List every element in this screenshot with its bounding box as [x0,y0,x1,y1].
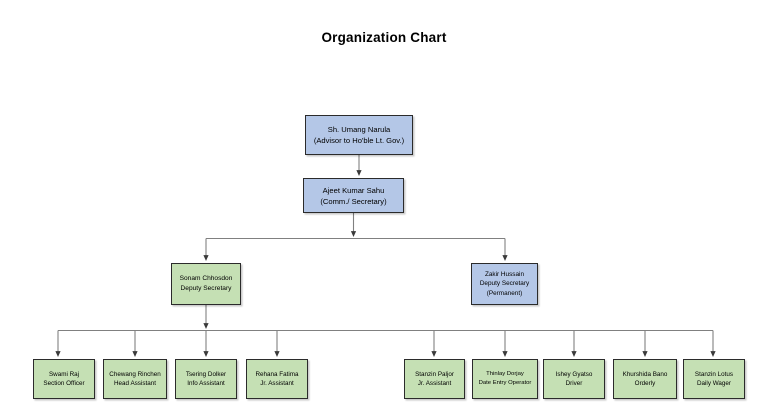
org-node-deputy-left-name: Sonam Chhosdon [179,275,233,283]
org-node-staff-5-role: Jr. Assistant [417,380,452,387]
page-title: Organization Chart [321,30,447,45]
org-node-staff-4[interactable]: Rehana Fatima Jr. Assistant [246,359,308,399]
org-node-staff-3[interactable]: Tsering Dolker Info Assistant [175,359,237,399]
org-node-staff-5[interactable]: Stanzin Paljor Jr. Assistant [404,359,465,399]
org-node-staff-9[interactable]: Stanzin Lotus Daily Wager [683,359,745,399]
org-node-staff-3-role: Info Assistant [187,380,225,387]
org-node-secretary-role: (Comm./ Secretary) [320,196,387,206]
org-node-deputy-secretary-right[interactable]: Zakir Hussain Deputy Secretary (Permanen… [471,263,538,305]
org-node-staff-7-role: Driver [565,380,583,387]
org-node-staff-8[interactable]: Khurshida Bano Orderly [613,359,677,399]
org-node-deputy-left-role: Deputy Secretary [180,285,232,292]
org-node-staff-4-name: Rehana Fatima [255,370,299,378]
org-node-advisor-name: Sh. Umang Narula [327,125,391,134]
org-node-deputy-right-role: Deputy Secretary [479,280,530,288]
org-node-staff-7[interactable]: Ishey Gyatso Driver [543,359,605,399]
org-node-staff-6-name: Thinlay Dorjay [486,371,524,378]
org-node-advisor[interactable]: Sh. Umang Narula (Advisor to Ho'ble Lt. … [305,115,413,155]
org-node-staff-2-role: Head Assistant [113,380,156,387]
org-node-secretary-name: Ajeet Kumar Sahu [322,185,385,195]
org-node-staff-2-name: Chewang Rinchen [109,370,161,378]
org-node-deputy-secretary-left[interactable]: Sonam Chhosdon Deputy Secretary [171,263,241,305]
org-node-staff-2[interactable]: Chewang Rinchen Head Assistant [103,359,167,399]
org-node-staff-1[interactable]: Swami Raj Section Officer [33,359,95,399]
org-node-staff-9-name: Stanzin Lotus [694,370,734,378]
org-node-advisor-role: (Advisor to Ho'ble Lt. Gov.) [313,136,405,145]
org-node-secretary[interactable]: Ajeet Kumar Sahu (Comm./ Secretary) [303,178,404,213]
org-node-staff-1-name: Swami Raj [48,370,80,378]
org-node-staff-9-role: Daily Wager [696,380,732,387]
org-node-staff-8-name: Khurshida Bano [622,370,668,378]
org-node-staff-7-name: Ishey Gyatso [555,370,593,378]
org-node-deputy-right-name: Zakir Hussain [484,271,525,279]
org-node-staff-5-name: Stanzin Paljor [415,370,454,378]
org-node-staff-3-name: Tsering Dolker [185,370,227,378]
org-node-staff-4-role: Jr. Assistant [260,380,294,387]
org-node-staff-6-role: Date Entry Operator [478,380,532,386]
org-node-deputy-right-status: (Permanent) [486,289,523,297]
org-node-staff-8-role: Orderly [634,380,656,387]
org-node-staff-6[interactable]: Thinlay Dorjay Date Entry Operator [472,359,538,399]
org-node-staff-1-role: Section Officer [43,380,85,387]
